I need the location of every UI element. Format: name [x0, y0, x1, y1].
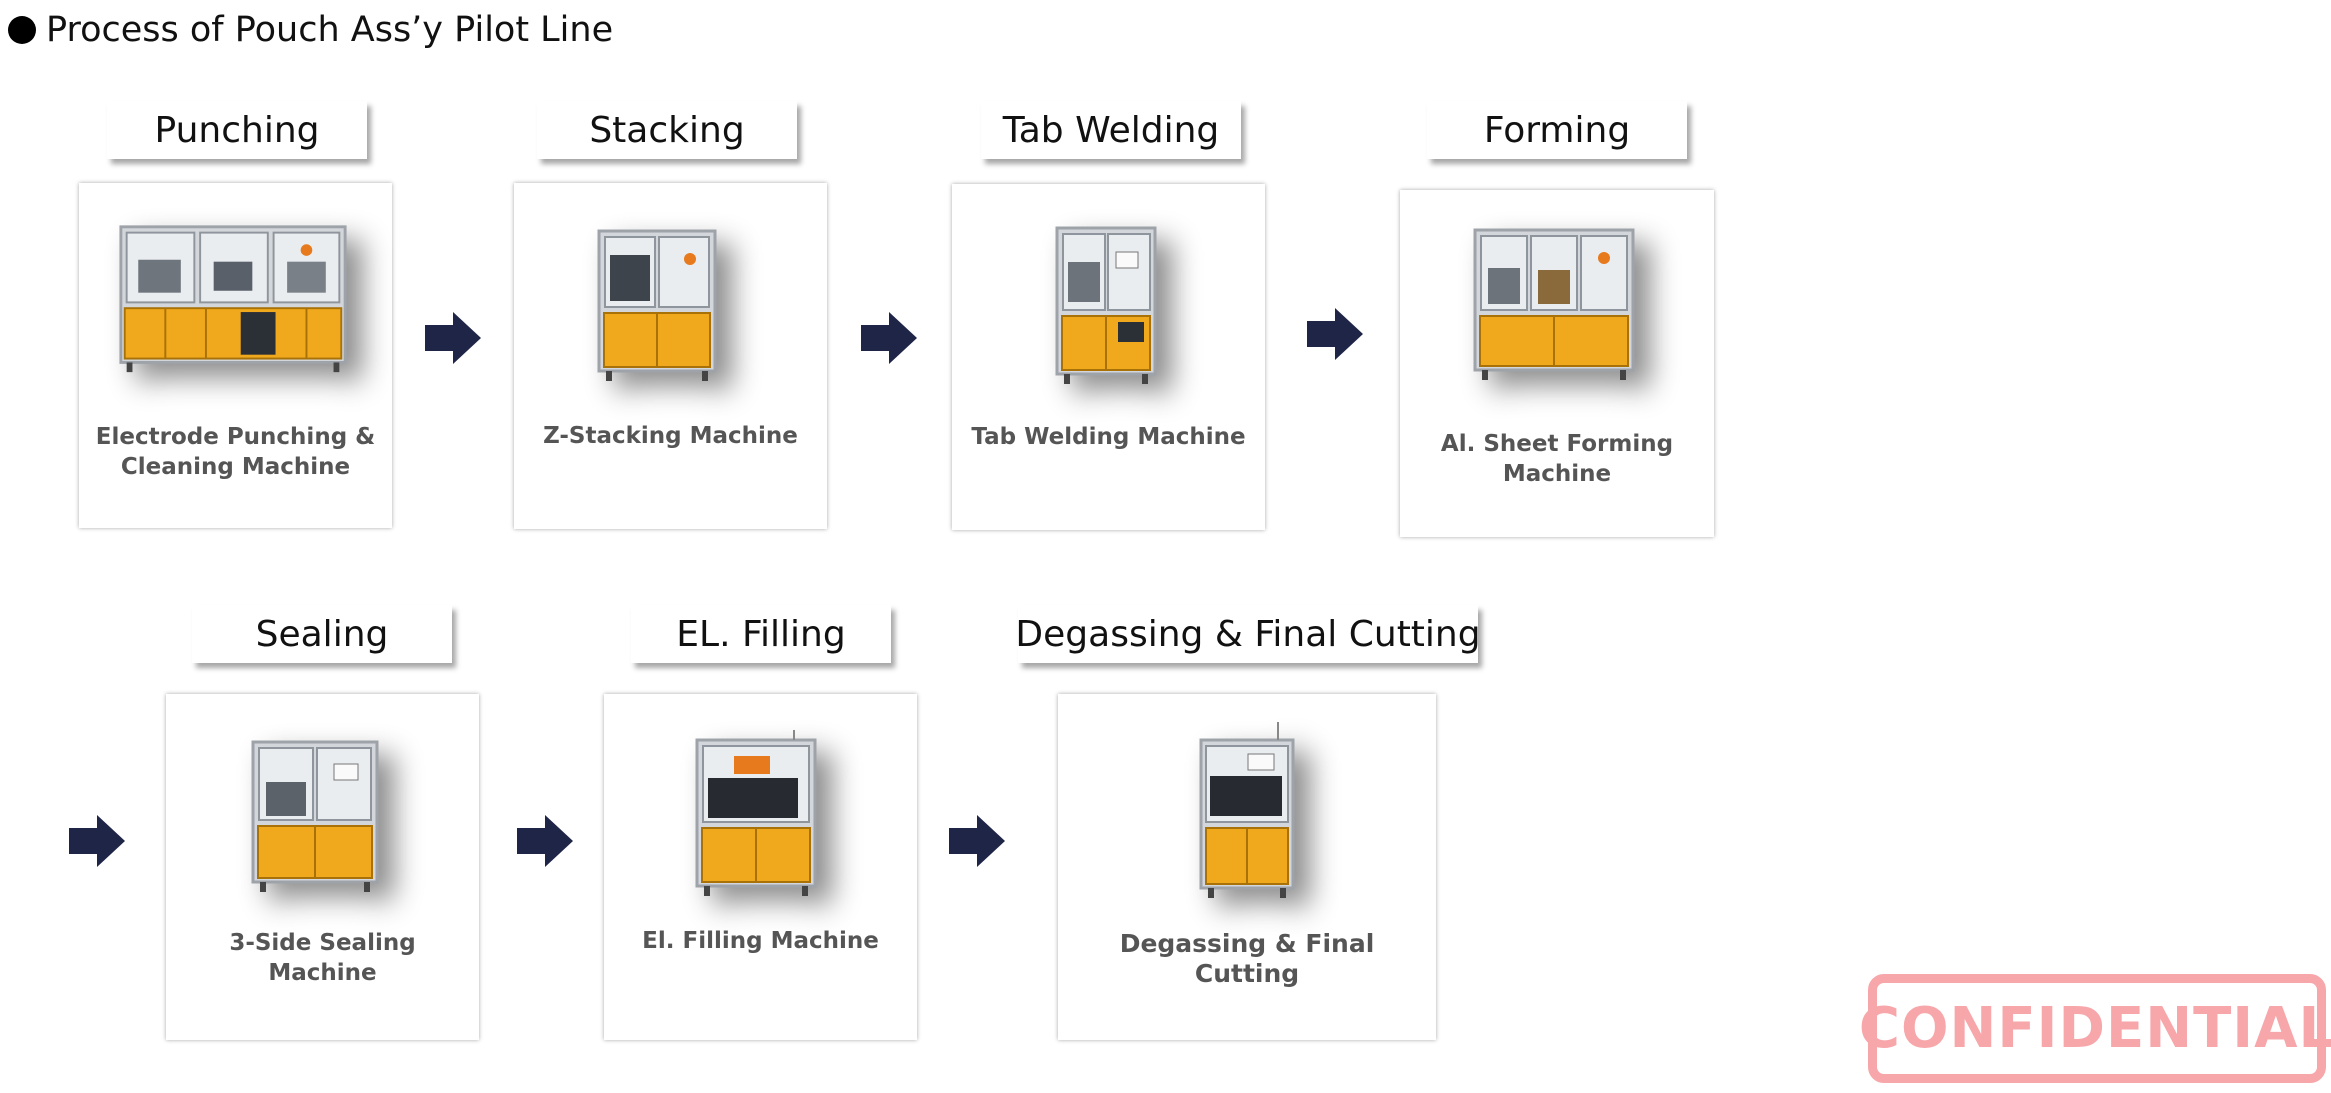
- step-label-forming: Forming: [1427, 101, 1687, 159]
- step-card-forming: Al. Sheet Forming Machine: [1400, 190, 1714, 537]
- right-arrow-icon: [1307, 308, 1363, 360]
- machine-image-tab-welding: [1054, 222, 1158, 388]
- right-arrow-icon: [517, 815, 573, 867]
- machine-caption-forming: Al. Sheet Forming Machine: [1440, 431, 1674, 487]
- step-card-sealing: 3-Side Sealing Machine: [166, 694, 479, 1040]
- confidential-stamp: CONFIDENTIAL: [1859, 974, 2331, 1083]
- right-arrow-icon: [425, 312, 481, 364]
- page-title: Process of Pouch Ass’y Pilot Line: [8, 8, 613, 52]
- step-label-degassing: Degassing & Final Cutting: [1015, 605, 1481, 663]
- step-label-tab-welding: Tab Welding: [981, 101, 1241, 159]
- bullet-icon: [8, 16, 36, 44]
- machine-caption-punching: Electrode Punching & Cleaning Machine: [95, 424, 376, 480]
- machine-image-sealing: [250, 736, 380, 896]
- machine-caption-stacking: Z-Stacking Machine: [543, 423, 798, 449]
- step-card-degassing: Degassing & Final Cutting: [1058, 694, 1436, 1040]
- right-arrow-icon: [69, 815, 125, 867]
- machine-caption-sealing: 3-Side Sealing Machine: [229, 930, 416, 986]
- machine-caption-el-filling: El. Filling Machine: [642, 928, 879, 954]
- machine-caption-degassing: Degassing & Final Cutting: [1119, 929, 1375, 988]
- step-card-punching: Electrode Punching & Cleaning Machine: [79, 183, 392, 528]
- step-label-stacking: Stacking: [537, 101, 797, 159]
- step-card-el-filling: El. Filling Machine: [604, 694, 917, 1040]
- machine-caption-tab-welding: Tab Welding Machine: [971, 424, 1246, 450]
- machine-image-stacking: [596, 225, 718, 385]
- machine-image-el-filling: [694, 730, 818, 900]
- machine-image-degassing: [1198, 722, 1296, 904]
- right-arrow-icon: [949, 815, 1005, 867]
- step-card-tab-welding: Tab Welding Machine: [952, 184, 1265, 530]
- step-label-punching: Punching: [107, 101, 367, 159]
- page-title-text: Process of Pouch Ass’y Pilot Line: [46, 10, 614, 50]
- right-arrow-icon: [861, 312, 917, 364]
- step-label-sealing: Sealing: [192, 605, 452, 663]
- machine-image-punching: [117, 221, 349, 376]
- machine-image-forming: [1472, 224, 1636, 384]
- step-card-stacking: Z-Stacking Machine: [514, 183, 827, 529]
- step-label-el-filling: EL. Filling: [631, 605, 891, 663]
